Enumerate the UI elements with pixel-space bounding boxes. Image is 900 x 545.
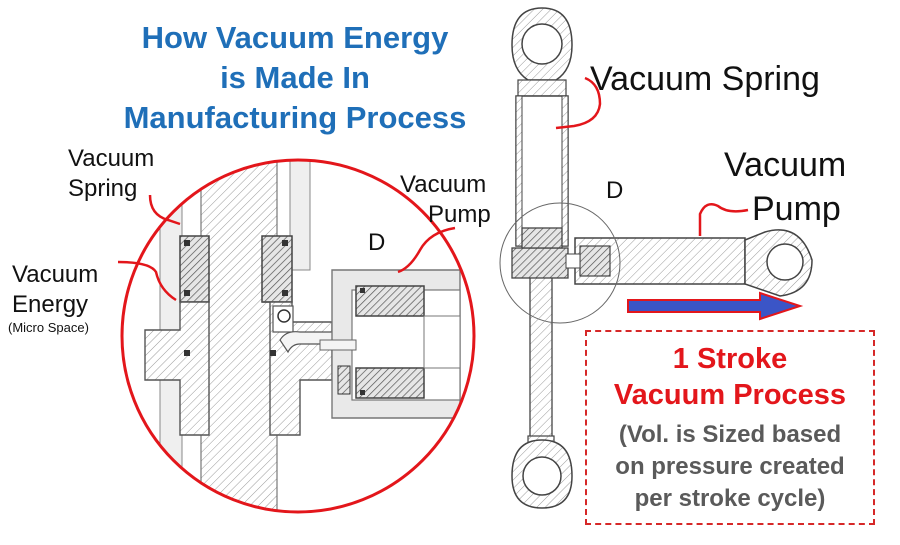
detail-leader-lines (117, 194, 456, 302)
assembly-d-label: D (606, 177, 624, 204)
assembly-leader-lines (555, 76, 749, 236)
spring-cylinder (515, 95, 569, 247)
diagram-title-line-1: How Vacuum Energy (141, 20, 449, 55)
assembly-pump-label-1: Vacuum (724, 146, 847, 184)
diagram-title-line-2: is Made In (220, 60, 370, 95)
detail-view (120, 158, 476, 514)
pump-piston-top (355, 285, 425, 317)
detail-pump-label-1: Vacuum (400, 171, 487, 198)
pump-piston-bottom (355, 367, 425, 399)
detail-energy-label-1: Vacuum (12, 261, 99, 288)
diagram-title-line-3: Manufacturing Process (123, 100, 467, 135)
stroke-title-line-2: Vacuum Process (613, 379, 847, 411)
detail-pump-label-2: Pump (428, 201, 491, 228)
assembly-view (499, 7, 813, 509)
detail-spring-label-2: Spring (68, 175, 138, 202)
stroke-process-box (585, 330, 875, 525)
central-rod (200, 160, 278, 512)
detail-spring-label-1: Vacuum (68, 145, 155, 172)
stroke-title-line-1: 1 Stroke (672, 343, 788, 375)
stroke-arrow (627, 291, 804, 321)
stroke-note-line-2: on pressure created (615, 453, 845, 480)
detail-energy-label-2: Energy (12, 291, 89, 318)
flange-left (144, 301, 210, 436)
assembly-spring-label: Vacuum Spring (590, 60, 820, 98)
outer-tube-left (159, 160, 183, 471)
detail-circle-outline (120, 158, 476, 514)
stroke-note-line-3: per stroke cycle) (634, 485, 826, 512)
outer-tube-right (289, 160, 311, 271)
detail-energy-note: (Micro Space) (8, 320, 89, 335)
detail-marker-circle (499, 202, 621, 324)
stroke-note-line-1: (Vol. is Sized based (618, 421, 842, 448)
assembly-pump-label-2: Pump (752, 190, 841, 228)
detail-d-label: D (368, 229, 386, 256)
